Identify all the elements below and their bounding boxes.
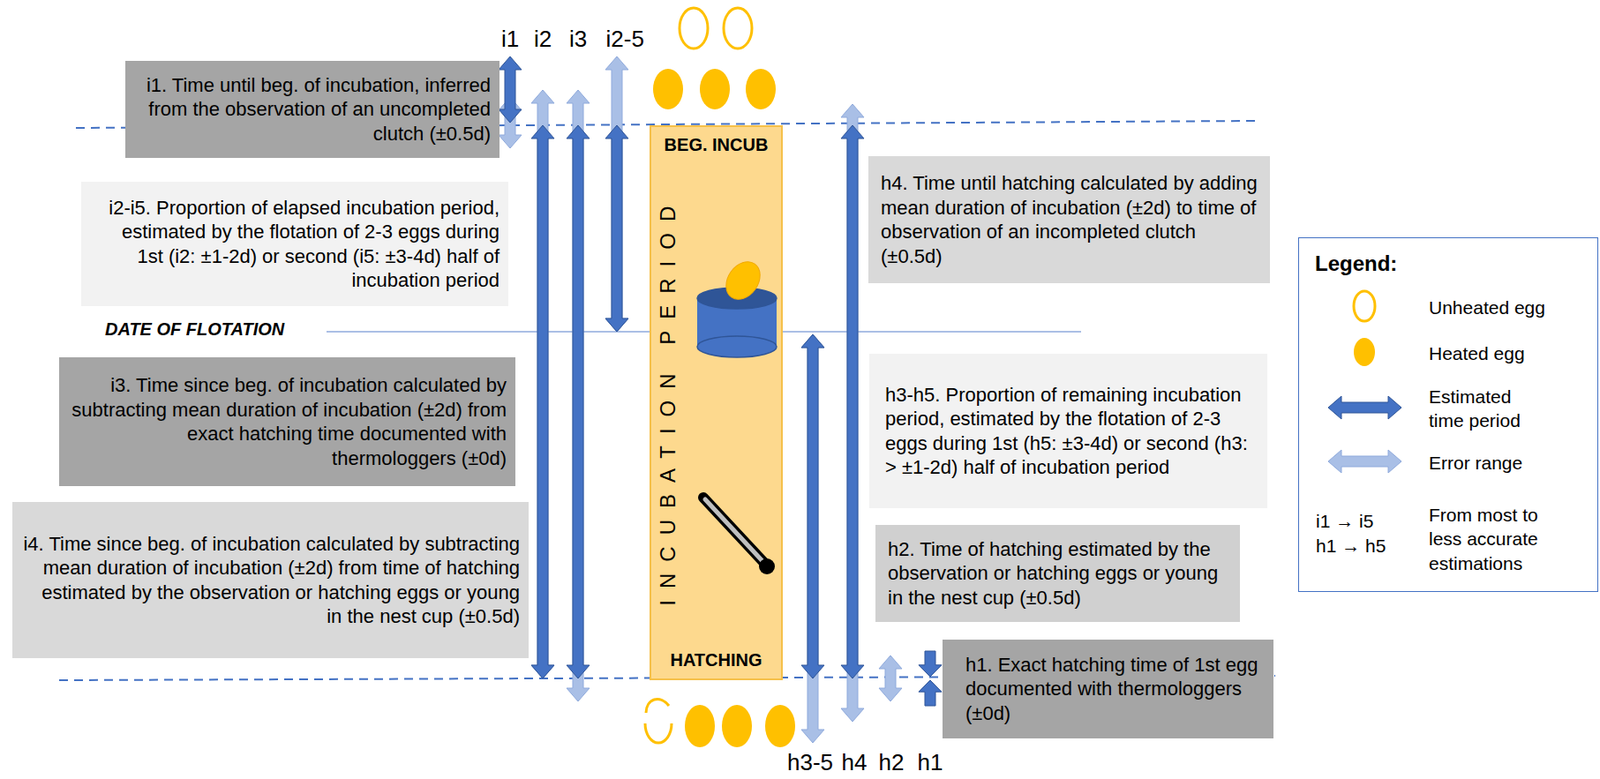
heated-egg <box>699 68 730 110</box>
heated-egg <box>745 68 776 110</box>
label-holder: DATE OF FLOTATION <box>105 320 285 339</box>
estimate-code-label: h2 <box>878 751 905 774</box>
text-box: i2-i5. Proportion of elapsed incubation … <box>81 181 509 307</box>
box-text: h3-h5. Proportion of remaining incubatio… <box>885 383 1259 481</box>
estimated-period-arrow <box>605 125 629 332</box>
error-range-arrow <box>531 90 555 679</box>
estimate-code-label: i2-5 <box>606 27 645 51</box>
legend-entry-holder: Unheated egg <box>1428 295 1584 320</box>
flotation-cup-water <box>697 287 777 309</box>
estimate-code-label: h4 <box>841 751 868 774</box>
heated-egg <box>765 705 796 748</box>
label-holder: i3 <box>569 27 587 51</box>
estimate-code-label: i1 <box>501 27 519 51</box>
estimate-code-label: h3-5 <box>787 751 834 774</box>
vertical-period-label: INCUBATION PERIOD <box>656 195 680 618</box>
legend-title-holder: Legend: <box>1314 250 1398 278</box>
estimated-period-arrow <box>918 651 942 677</box>
estimated-period-arrow <box>531 125 555 679</box>
heated-egg <box>653 68 684 110</box>
box-text: i2-i5. Proportion of elapsed incubation … <box>91 195 500 293</box>
label-holder: h2 <box>878 751 905 774</box>
label-holder: i2-5 <box>606 27 645 51</box>
legend-entry-holder: From most to less accurate estimations <box>1428 503 1544 576</box>
legend-swatch <box>1328 396 1402 474</box>
thermometer <box>703 497 765 564</box>
estimate-code-label: i2 <box>533 27 552 51</box>
text-box: h3-h5. Proportion of remaining incubatio… <box>869 353 1268 509</box>
estimated-period-arrow <box>566 125 590 679</box>
legend-title: Legend: <box>1314 250 1398 278</box>
period-end-label: HATCHING <box>651 649 782 672</box>
text-box: h2. Time of hatching estimated by the ob… <box>875 525 1240 623</box>
label-holder: i2 <box>533 27 552 51</box>
error-range-arrow <box>566 90 590 702</box>
box-text: i1. Time until beg. of incubation, infer… <box>135 73 491 147</box>
legend-text: Unheated egg <box>1428 295 1584 320</box>
label-holder: h4 <box>841 751 868 774</box>
estimated-period-arrow <box>918 680 942 707</box>
error-range-arrow <box>841 104 864 722</box>
hatched-egg-shell <box>646 699 669 714</box>
label-holder: h3-5 <box>787 751 834 774</box>
estimated-period-arrow <box>841 125 864 679</box>
error-range-arrow <box>605 56 629 332</box>
period-end-label: BEG. INCUB <box>651 134 782 157</box>
legend-text: Estimated time period <box>1428 384 1544 434</box>
estimated-period-arrow <box>1328 396 1402 420</box>
heated-egg <box>684 705 715 748</box>
legend-box: Legend: Unheated eggHeated eggEstimated t… <box>1298 237 1599 593</box>
box-text: h2. Time of hatching estimated by the ob… <box>887 537 1232 611</box>
hatched-egg-shell <box>645 723 672 744</box>
box-text: h1. Exact hatching time of 1st egg docum… <box>965 653 1265 727</box>
label-holder: i1 → i5 <box>1315 511 1374 531</box>
legend-entry-holder: Heated egg <box>1428 341 1584 366</box>
legend-text: From most to less accurate estimations <box>1428 503 1544 576</box>
estimate-code-label: i1 → i5 <box>1315 511 1374 531</box>
thermometer <box>705 499 763 562</box>
legend-entry-holder: Estimated time period <box>1428 384 1544 434</box>
legend-text: Heated egg <box>1428 341 1584 366</box>
box-text: h4. Time until hatching calculated by ad… <box>880 171 1262 269</box>
estimated-period-arrow <box>498 56 522 123</box>
text-box: i3. Time since beg. of incubation calcul… <box>59 357 516 487</box>
flotation-cup <box>697 336 777 358</box>
error-range-arrow <box>878 655 902 702</box>
unheated-egg <box>679 7 708 49</box>
text-box: i1. Time until beg. of incubation, infer… <box>125 60 500 158</box>
error-range-arrow <box>801 334 825 744</box>
unheated-egg <box>723 7 752 49</box>
thermometer-bulb <box>758 558 775 575</box>
flotation-cup <box>697 298 777 347</box>
estimate-code-label: h1 → h5 <box>1315 536 1386 556</box>
text-box: h1. Exact hatching time of 1st egg docum… <box>942 639 1274 739</box>
error-range-arrow <box>1328 450 1402 474</box>
estimate-code-label: h1 <box>917 751 944 774</box>
label-holder: i1 <box>501 27 519 51</box>
text-box: h4. Time until hatching calculated by ad… <box>868 156 1270 284</box>
incubation-text-holder: INCUBATION PERIOD <box>656 195 680 618</box>
incubation-text-holder: BEG. INCUB <box>651 134 782 157</box>
legend-swatch <box>1353 291 1375 322</box>
text-box: i4. Time since beg. of incubation calcul… <box>12 502 529 659</box>
box-text: i3. Time since beg. of incubation calcul… <box>69 373 507 471</box>
floating-egg <box>719 255 767 306</box>
label-holder: h1 → h5 <box>1315 536 1386 556</box>
legend-entry-holder: Error range <box>1428 450 1584 475</box>
label-holder: h1 <box>917 751 944 774</box>
legend-swatch <box>1353 338 1375 367</box>
legend-text: Error range <box>1428 450 1584 475</box>
heated-egg <box>721 705 752 748</box>
estimated-period-arrow <box>801 334 825 679</box>
incubation-period-box: BEG. INCUB INCUBATION PERIOD HATCHING <box>649 125 783 681</box>
box-text: i4. Time since beg. of incubation calcul… <box>22 532 520 630</box>
estimate-code-label: i3 <box>569 27 587 51</box>
incubation-text-holder: HATCHING <box>651 649 782 672</box>
flotation-date-label: DATE OF FLOTATION <box>105 320 285 339</box>
